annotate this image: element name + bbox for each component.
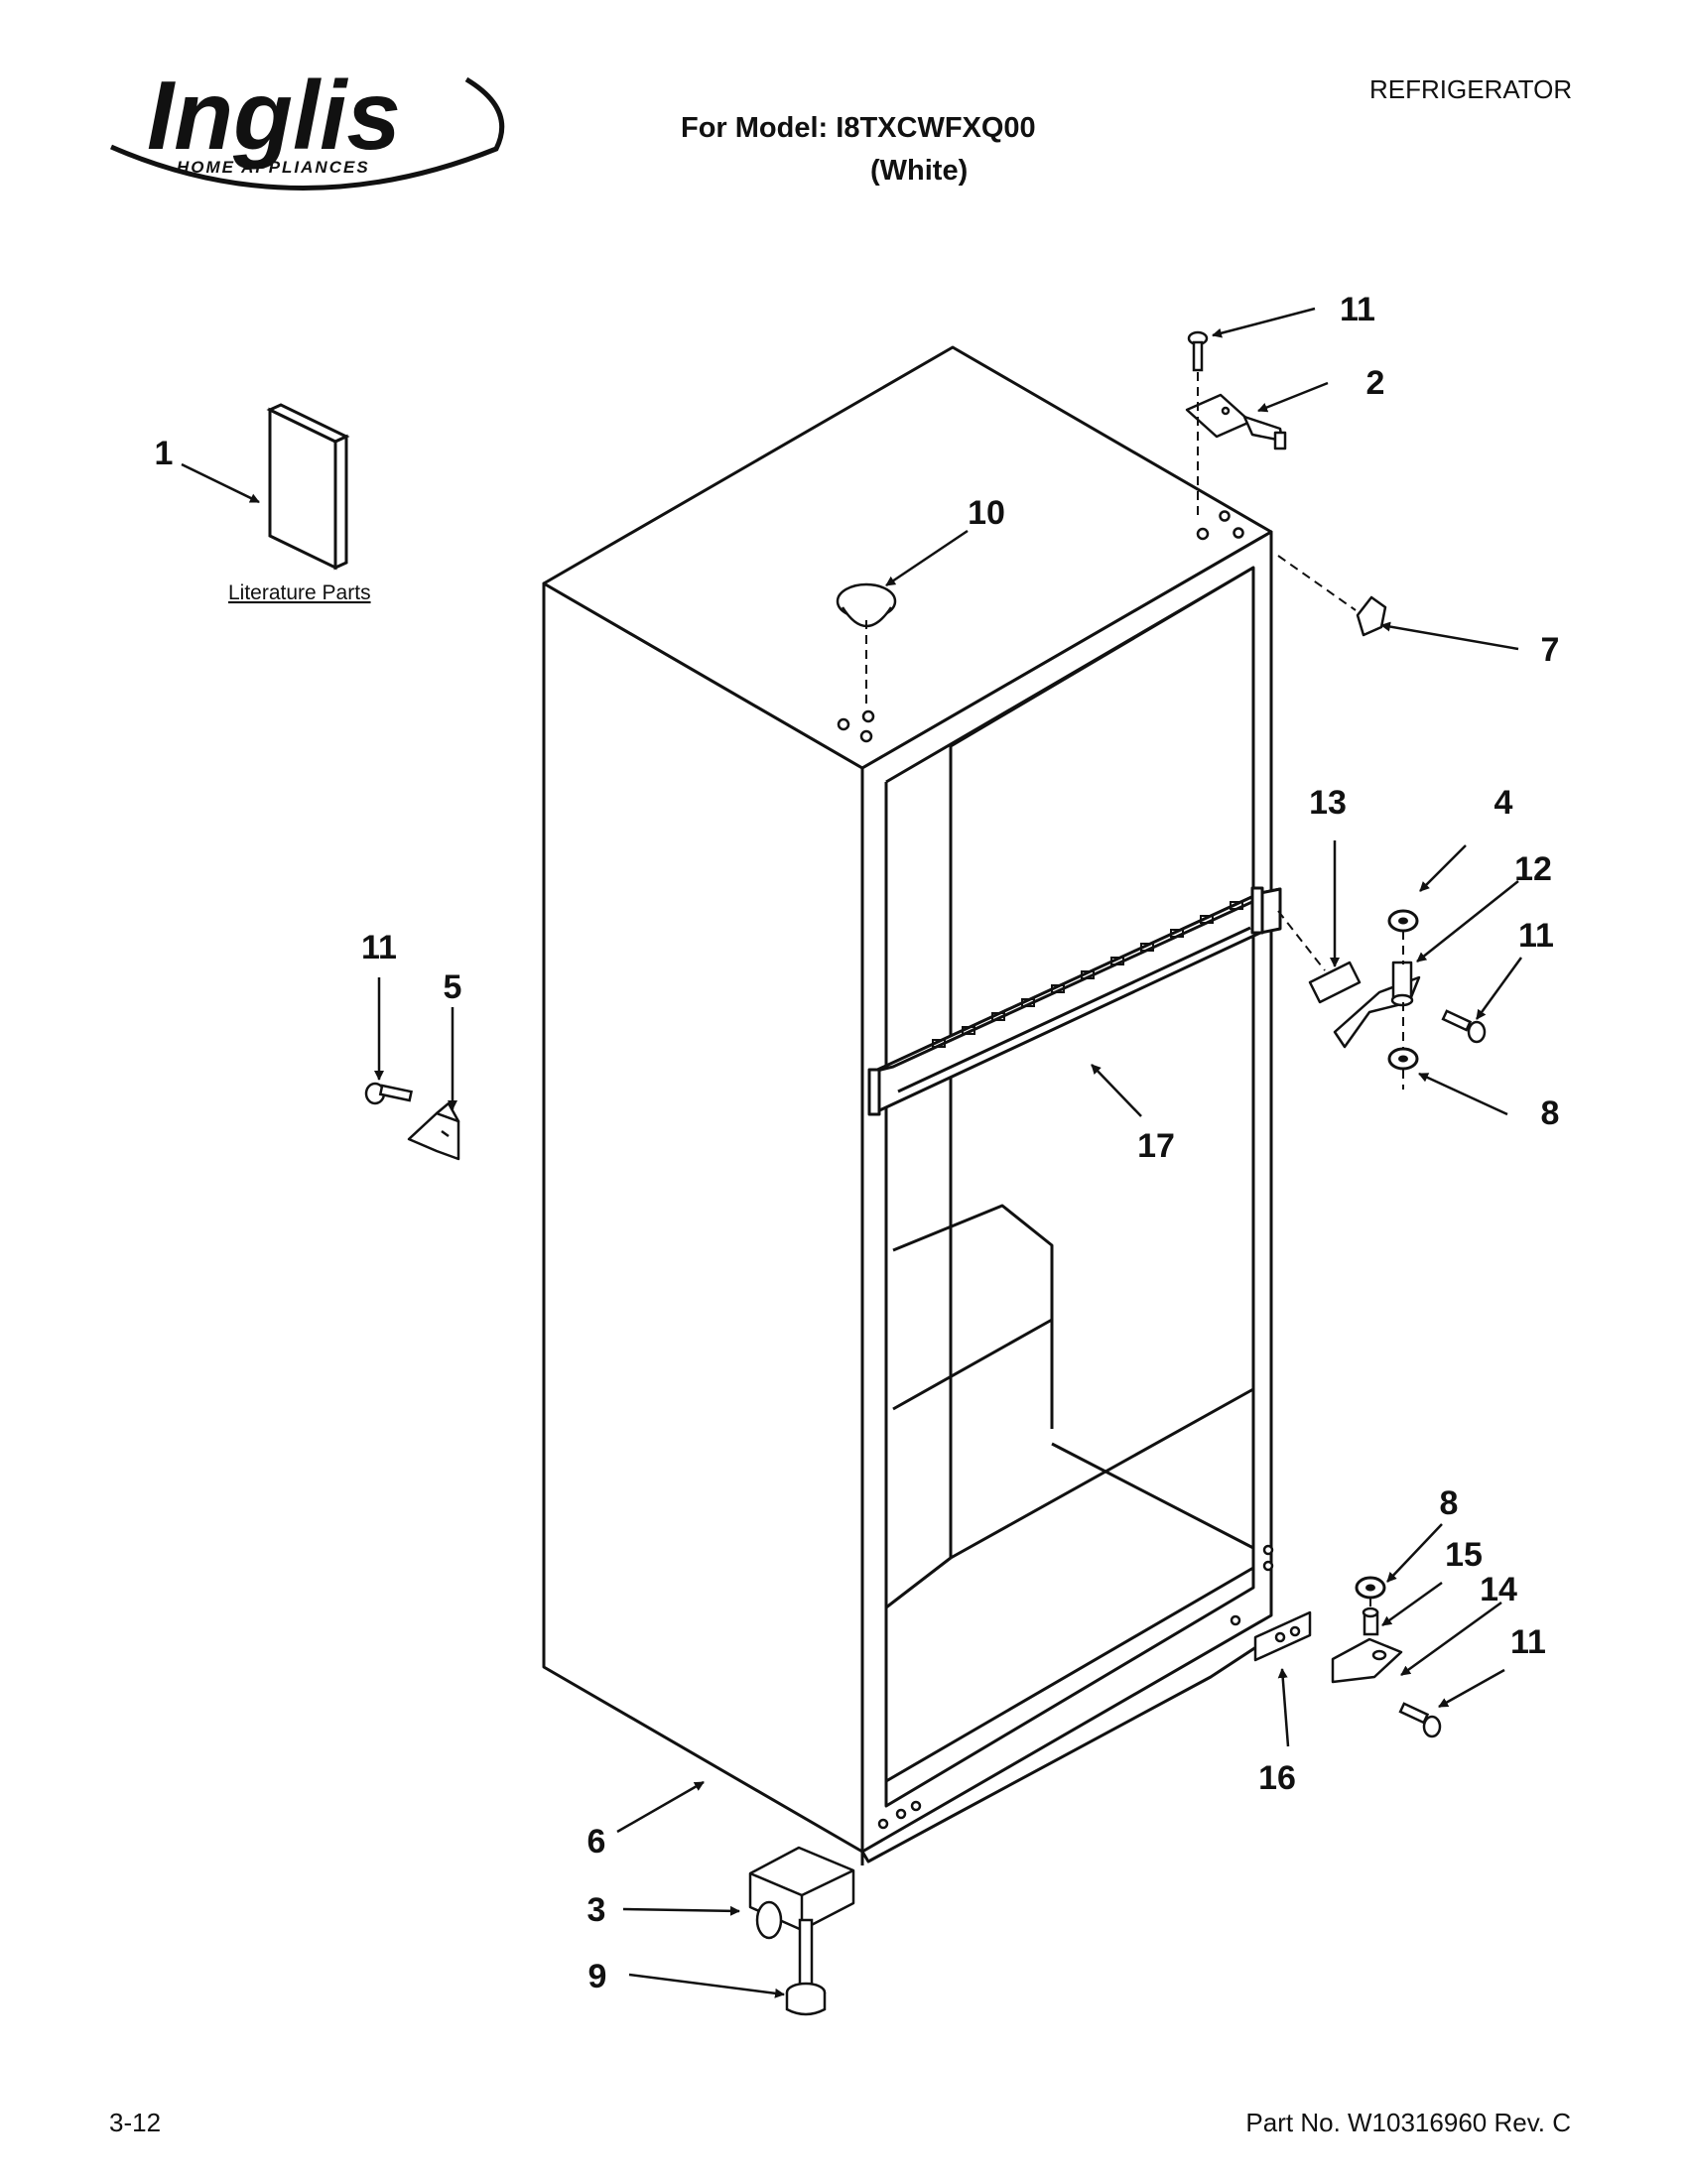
callout-7: 7 (1541, 631, 1560, 669)
screw-top (1187, 330, 1209, 372)
literature-parts-caption: Literature Parts (228, 581, 371, 604)
screw-bottom (1398, 1702, 1442, 1738)
roller-assembly (748, 1846, 855, 1940)
screw-center (1441, 1009, 1487, 1044)
top-hinge (1185, 393, 1287, 450)
brand-logo-wordmark: Inglis (147, 61, 401, 170)
hinge-shim (1308, 961, 1362, 1004)
washer-lower-hole (1398, 1055, 1408, 1063)
callout-1: 1 (155, 435, 174, 472)
page-reference: 3-12 (109, 2108, 161, 2137)
callout-5: 5 (444, 968, 462, 1006)
callout-9: 9 (588, 1958, 607, 1995)
washer-upper-hole (1398, 917, 1408, 925)
leveling-bolt (785, 1918, 827, 2016)
callout-11-bottom: 11 (1510, 1623, 1546, 1661)
divider-rail-slots (932, 901, 1243, 1048)
callout-3: 3 (587, 1891, 606, 1929)
bottom-hinge (1331, 1637, 1403, 1684)
callout-11-top: 11 (1340, 291, 1375, 328)
callout-15: 15 (1445, 1536, 1483, 1574)
callout-12: 12 (1514, 850, 1552, 888)
part-number: Part No. W10316960 Rev. C (1245, 2108, 1571, 2137)
callout-4: 4 (1494, 784, 1513, 822)
callout-17: 17 (1137, 1127, 1175, 1165)
callout-14: 14 (1480, 1571, 1517, 1608)
cabinet-holes (837, 510, 1274, 1830)
callout-16: 16 (1258, 1759, 1296, 1797)
brand-logo-subtitle: HOME APPLIANCES (177, 158, 370, 177)
callout-6: 6 (587, 1823, 606, 1861)
refrigerator-cabinet (542, 345, 1273, 1854)
literature-parts-booklet (266, 403, 350, 571)
callout-13: 13 (1309, 784, 1347, 822)
category-label: REFRIGERATOR (1369, 74, 1572, 104)
callout-11-center: 11 (1518, 917, 1554, 955)
assembly-lines (865, 372, 1404, 1612)
brand-logo: Inglis HOME APPLIANCES (110, 61, 505, 191)
callout-8-center: 8 (1541, 1094, 1560, 1132)
hinge-pin (1362, 1606, 1379, 1636)
cabinet-interior (860, 566, 1272, 1865)
callout-8-bottom: 8 (1440, 1484, 1459, 1522)
lower-hinge-shim (1253, 1610, 1312, 1662)
callout-11-left: 11 (361, 929, 397, 966)
screw-left (364, 1082, 413, 1105)
washer-bottom-hole (1365, 1584, 1375, 1592)
callout-10: 10 (968, 494, 1005, 532)
hinge-cover (1356, 595, 1387, 637)
plug-button (836, 582, 897, 628)
model-title: For Model: I8TXCWFXQ00 (681, 112, 1036, 144)
model-color: (White) (870, 155, 968, 187)
callout-arrows (181, 307, 1523, 1998)
center-hinge (1333, 961, 1421, 1049)
door-stop-bracket (407, 1101, 460, 1161)
callout-2: 2 (1366, 364, 1385, 402)
